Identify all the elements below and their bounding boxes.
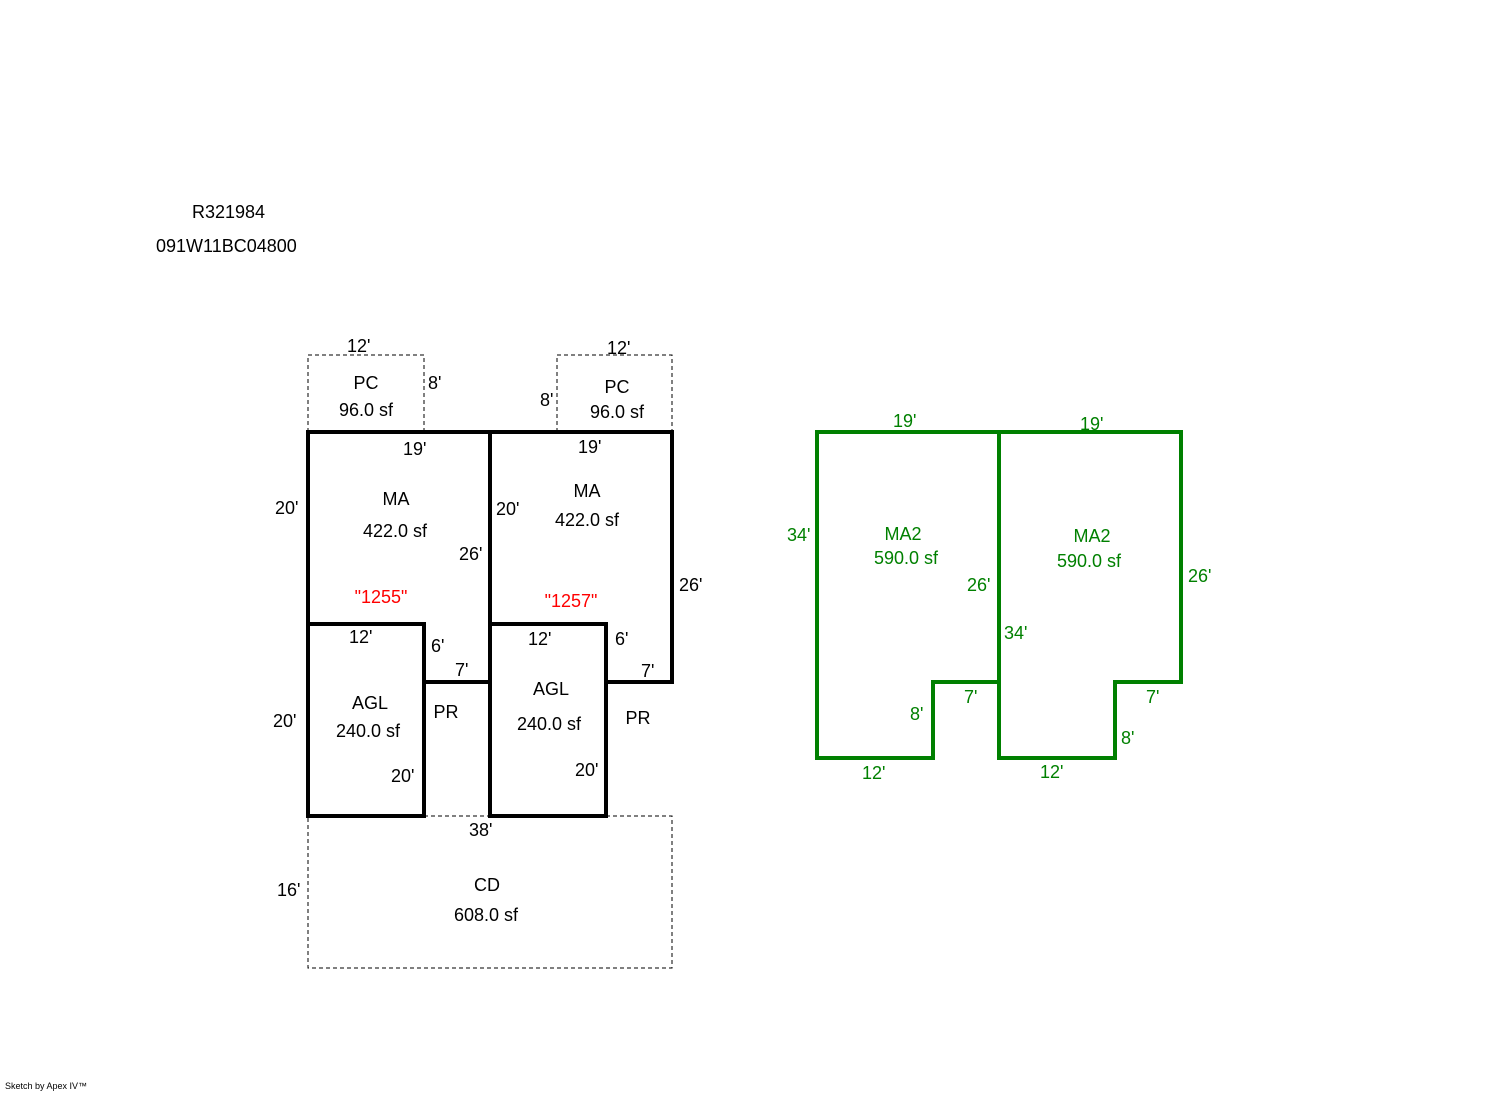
dim-label: 12': [1040, 762, 1063, 782]
account-id: R321984: [192, 202, 266, 222]
dim-label: 6': [431, 636, 444, 656]
dim-label: 20': [275, 498, 298, 518]
area-code: MA2: [1073, 526, 1110, 546]
address-label: "1255": [355, 587, 408, 607]
ma2-left-outline: [815, 430, 1001, 760]
dim-label: 19': [578, 437, 601, 457]
dim-label: 8': [1121, 728, 1134, 748]
area-code: MA: [383, 489, 410, 509]
dim-label: 7': [1146, 687, 1159, 707]
area-agl-right[interactable]: 12' 20' AGL 240.0 sf: [488, 622, 608, 818]
area-size: 96.0 sf: [590, 402, 645, 422]
agl-left-outline: [306, 622, 426, 818]
area-size: 422.0 sf: [555, 510, 620, 530]
dim-label: 34': [787, 525, 810, 545]
dim-label: 26': [459, 544, 482, 564]
dim-label: 12': [347, 336, 370, 356]
area-code: CD: [474, 875, 500, 895]
area-size: 240.0 sf: [336, 721, 401, 741]
cd-outline: [307, 815, 673, 969]
dim-label: 7': [455, 660, 468, 680]
dim-label: 8': [428, 373, 441, 393]
area-code: MA: [574, 481, 601, 501]
area-ma-right[interactable]: 19' 20' 26' 6' 7' MA 422.0 sf "1257": [490, 430, 702, 684]
sketch-right: 19' 34' 26' 7' 8' 12' MA2 590.0 sf 19' 3…: [787, 411, 1211, 783]
area-pr-right[interactable]: PR: [625, 708, 650, 728]
area-size: 608.0 sf: [454, 905, 519, 925]
area-size: 590.0 sf: [874, 548, 939, 568]
area-pc-right[interactable]: 12' 8' PC 96.0 sf: [540, 338, 673, 432]
dim-label: 20': [273, 711, 296, 731]
area-code: AGL: [352, 693, 388, 713]
address-label: "1257": [545, 591, 598, 611]
area-agl-left[interactable]: 12' 20' 20' AGL 240.0 sf: [273, 622, 426, 818]
area-size: 240.0 sf: [517, 714, 582, 734]
dim-label: 19': [893, 411, 916, 431]
dim-label: 20': [496, 499, 519, 519]
dim-label: 12': [862, 763, 885, 783]
area-code: MA2: [884, 524, 921, 544]
dim-label: 20': [575, 760, 598, 780]
dim-label: 7': [641, 661, 654, 681]
ma2-right-outline: [997, 430, 1183, 760]
area-cd[interactable]: 38' 16' CD 608.0 sf: [277, 815, 673, 969]
parcel-number: 091W11BC04800: [156, 236, 297, 256]
area-code: PC: [604, 377, 629, 397]
area-ma-left[interactable]: 19' 20' 26' 6' 7' MA 422.0 sf "1255": [275, 430, 492, 816]
area-ma2-right[interactable]: 19' 34' 26' 7' 8' 12' MA2 590.0 sf: [997, 414, 1211, 782]
footer-credit: Sketch by Apex IV™: [5, 1081, 88, 1091]
dim-label: 26': [967, 575, 990, 595]
dim-label: 34': [1004, 623, 1027, 643]
dim-label: 8': [540, 390, 553, 410]
pc-right-outline: [556, 354, 673, 432]
dim-label: 16': [277, 880, 300, 900]
dim-label: 19': [1080, 414, 1103, 434]
area-size: 96.0 sf: [339, 400, 394, 420]
dim-label: 12': [349, 627, 372, 647]
dim-label: 7': [964, 687, 977, 707]
ma-right-outline: [490, 430, 674, 684]
dim-label: 6': [615, 629, 628, 649]
area-ma2-left[interactable]: 19' 34' 26' 7' 8' 12' MA2 590.0 sf: [787, 411, 1001, 783]
area-pc-left[interactable]: 12' 8' PC 96.0 sf: [307, 336, 441, 432]
dim-label: 26': [1188, 566, 1211, 586]
dim-label: 20': [391, 766, 414, 786]
area-size: 422.0 sf: [363, 521, 428, 541]
dim-label: 38': [469, 820, 492, 840]
area-size: 590.0 sf: [1057, 551, 1122, 571]
dim-label: 12': [607, 338, 630, 358]
area-pr-left[interactable]: PR: [433, 702, 458, 722]
pc-left-outline: [307, 354, 425, 432]
sketch-left: 12' 8' PC 96.0 sf 12' 8' PC 96.0 sf 38' …: [273, 336, 702, 969]
dim-label: 12': [528, 629, 551, 649]
area-code: PC: [353, 373, 378, 393]
dim-label: 8': [910, 704, 923, 724]
dim-label: 19': [403, 439, 426, 459]
agl-right-outline: [488, 622, 608, 818]
dim-label: 26': [679, 575, 702, 595]
area-code: AGL: [533, 679, 569, 699]
